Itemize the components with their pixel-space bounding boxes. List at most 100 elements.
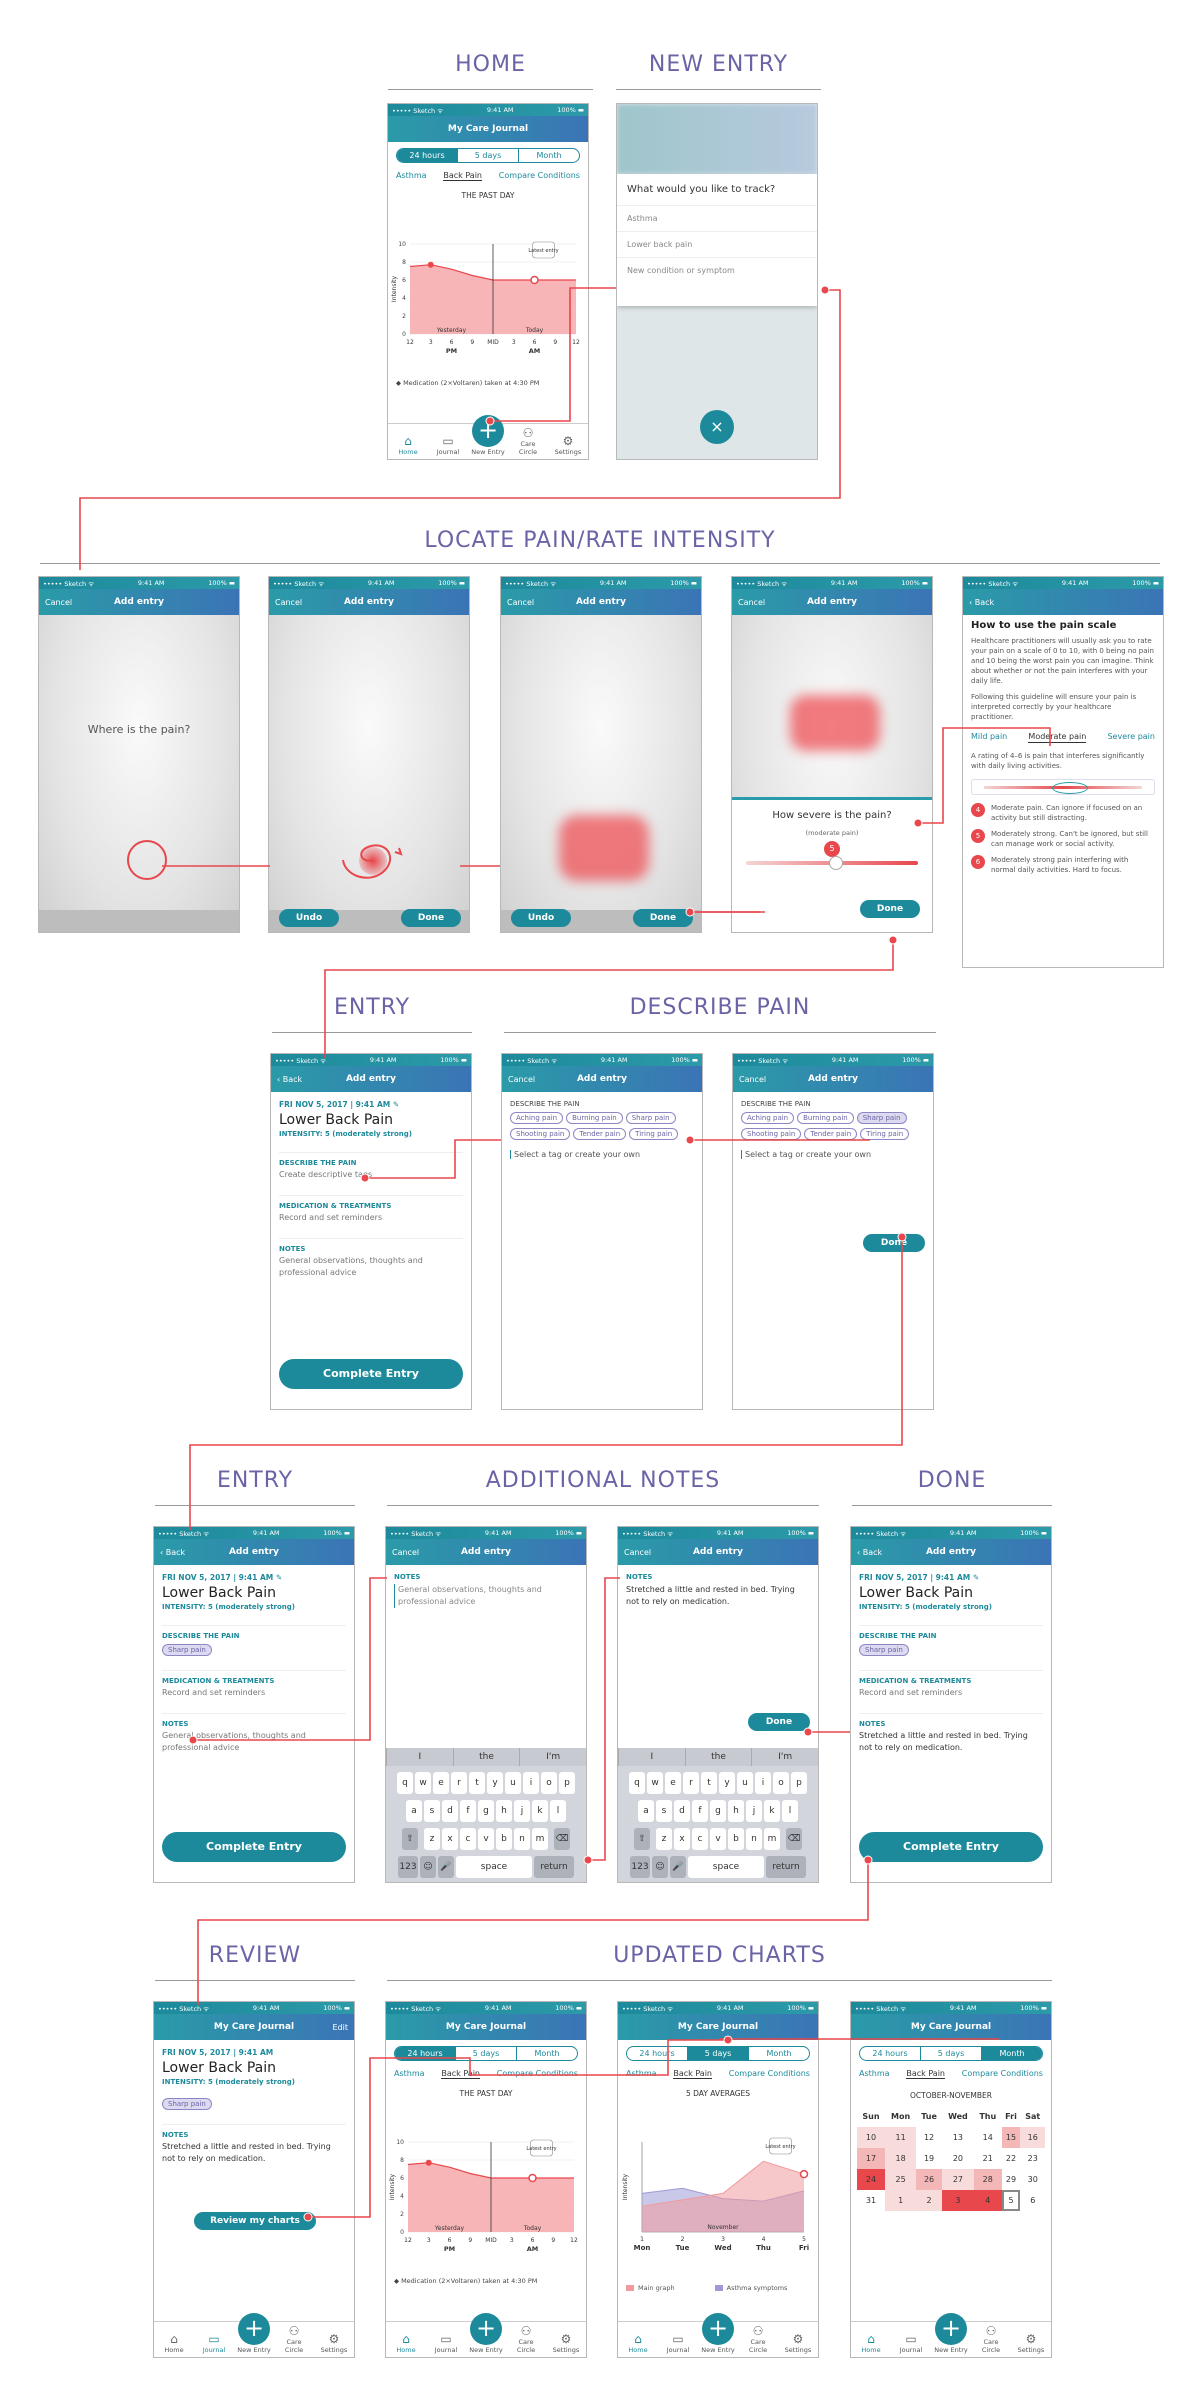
tab-care-circle[interactable]: ⚇Care Circle (974, 2324, 1008, 2354)
key-p[interactable]: p (559, 1772, 575, 1794)
key-c[interactable]: c (692, 1828, 708, 1850)
mic-icon[interactable]: 🎤 (670, 1856, 686, 1878)
key-f[interactable]: f (460, 1800, 476, 1822)
key-s[interactable]: s (424, 1800, 440, 1822)
back-button[interactable]: ‹ Back (857, 1547, 883, 1557)
key-x[interactable]: x (674, 1828, 690, 1850)
tab-care-circle[interactable]: ⚇Care Circle (509, 2324, 543, 2354)
key-j[interactable]: j (746, 1800, 762, 1822)
severity-slider[interactable] (746, 856, 918, 870)
calendar-day[interactable]: 10 (857, 2127, 885, 2148)
tab-5days[interactable]: 5 days (455, 2047, 516, 2060)
tab-severe[interactable]: Severe pain (1107, 732, 1155, 741)
key-q[interactable]: q (397, 1772, 413, 1794)
calendar-day[interactable]: 21 (982, 2154, 993, 2163)
key-g[interactable]: g (710, 1800, 726, 1822)
key-h[interactable]: h (496, 1800, 512, 1822)
done-button[interactable]: Done (860, 900, 920, 918)
calendar-day[interactable]: 28 (974, 2169, 1002, 2190)
key-o[interactable]: o (541, 1772, 557, 1794)
option-lower-back[interactable]: Lower back pain (617, 231, 817, 257)
back-button[interactable]: ‹ Back (969, 597, 995, 607)
tab-month[interactable]: Month (981, 2047, 1042, 2060)
notes-input[interactable]: Stretched a little and rested in bed. Tr… (626, 1585, 795, 1606)
tab-5days[interactable]: 5 days (687, 2047, 748, 2060)
cancel-button[interactable]: Cancel (507, 597, 535, 607)
tab-settings[interactable]: ⚙Settings (1014, 2332, 1048, 2354)
key-o[interactable]: o (773, 1772, 789, 1794)
edit-button[interactable]: Edit (332, 2022, 349, 2032)
calendar-day[interactable]: 27 (941, 2169, 974, 2190)
calendar-day[interactable]: 29 (1005, 2175, 1017, 2184)
tab-asthma[interactable]: Asthma (396, 171, 427, 180)
pencil-icon[interactable]: ✎ (972, 1573, 980, 1582)
tab-new-entry[interactable]: +New Entry (471, 415, 505, 456)
key-y[interactable]: y (487, 1772, 503, 1794)
complete-entry-button[interactable]: Complete Entry (859, 1832, 1043, 1862)
emoji-key[interactable]: ☺ (652, 1856, 668, 1878)
calendar-day[interactable]: 17 (857, 2148, 885, 2169)
calendar-day[interactable]: 1 (884, 2190, 917, 2211)
tab-mild[interactable]: Mild pain (971, 732, 1008, 741)
tab-new-entry[interactable]: +New Entry (934, 2313, 968, 2354)
suggestion[interactable]: the (684, 1748, 752, 1766)
tab-asthma[interactable]: Asthma (394, 2069, 425, 2078)
cancel-button[interactable]: Cancel (45, 597, 73, 607)
tag-shooting[interactable]: Shooting pain (741, 1128, 802, 1140)
tag-burning[interactable]: Burning pain (797, 1112, 854, 1124)
tab-new-entry[interactable]: +New Entry (237, 2313, 271, 2354)
key-g[interactable]: g (478, 1800, 494, 1822)
cancel-button[interactable]: Cancel (275, 597, 303, 607)
option-new-condition[interactable]: New condition or symptom (617, 257, 817, 283)
tab-24h[interactable]: 24 hours (639, 2049, 675, 2058)
suggestion[interactable]: I (618, 1748, 685, 1766)
return-key[interactable]: return (534, 1856, 574, 1878)
tag-sharp[interactable]: Sharp pain (625, 1112, 676, 1124)
calendar-day[interactable]: 23 (1027, 2154, 1038, 2163)
numbers-key[interactable]: 123 (398, 1856, 418, 1878)
calendar-day[interactable]: 5 (1002, 2190, 1021, 2211)
calendar-day[interactable]: 2 (916, 2190, 942, 2211)
emoji-key[interactable]: ☺ (420, 1856, 436, 1878)
tag-sharp-selected[interactable]: Sharp pain (856, 1112, 907, 1124)
key-e[interactable]: e (665, 1772, 681, 1794)
tab-5days[interactable]: 5 days (457, 149, 518, 162)
suggestion[interactable]: I'm (751, 1748, 818, 1766)
tab-month[interactable]: Month (516, 2047, 577, 2060)
tab-settings[interactable]: ⚙Settings (549, 2332, 583, 2354)
done-button[interactable]: Done (863, 1234, 925, 1252)
tab-compare[interactable]: Compare Conditions (496, 2069, 578, 2078)
tab-back-pain[interactable]: Back Pain (441, 2069, 480, 2079)
tab-care-circle[interactable]: ⚇Care Circle (511, 426, 545, 456)
key-d[interactable]: d (674, 1800, 690, 1822)
tab-24h[interactable]: 24 hours (397, 149, 457, 162)
calendar-day[interactable]: 26 (916, 2169, 942, 2190)
done-button[interactable]: Done (633, 909, 693, 927)
close-button[interactable]: × (700, 410, 734, 444)
tag-tender[interactable]: Tender pain (573, 1128, 627, 1140)
key-l[interactable]: l (550, 1800, 566, 1822)
key-l[interactable]: l (782, 1800, 798, 1822)
tab-asthma[interactable]: Asthma (859, 2069, 890, 2078)
tag-input[interactable]: Select a tag or create your own (741, 1150, 925, 1159)
tag-tender[interactable]: Tender pain (804, 1128, 858, 1140)
calendar-day[interactable]: 11 (884, 2127, 917, 2148)
tag-input[interactable]: Select a tag or create your own (510, 1150, 694, 1159)
calendar-day[interactable]: 6 (1030, 2196, 1036, 2205)
calendar-day[interactable]: 31 (865, 2196, 877, 2205)
calendar-day[interactable]: 3 (941, 2190, 974, 2211)
tag-aching[interactable]: Aching pain (510, 1112, 564, 1124)
body-map[interactable] (269, 615, 469, 932)
key-m[interactable]: m (764, 1828, 780, 1850)
tab-settings[interactable]: ⚙Settings (317, 2332, 351, 2354)
key-u[interactable]: u (737, 1772, 753, 1794)
body-map[interactable] (501, 615, 701, 932)
space-key[interactable]: space (688, 1856, 764, 1878)
tab-asthma[interactable]: Asthma (626, 2069, 657, 2078)
tab-new-entry[interactable]: +New Entry (469, 2313, 503, 2354)
suggestion[interactable]: I'm (519, 1748, 586, 1766)
tab-home[interactable]: ⌂Home (621, 2332, 655, 2354)
